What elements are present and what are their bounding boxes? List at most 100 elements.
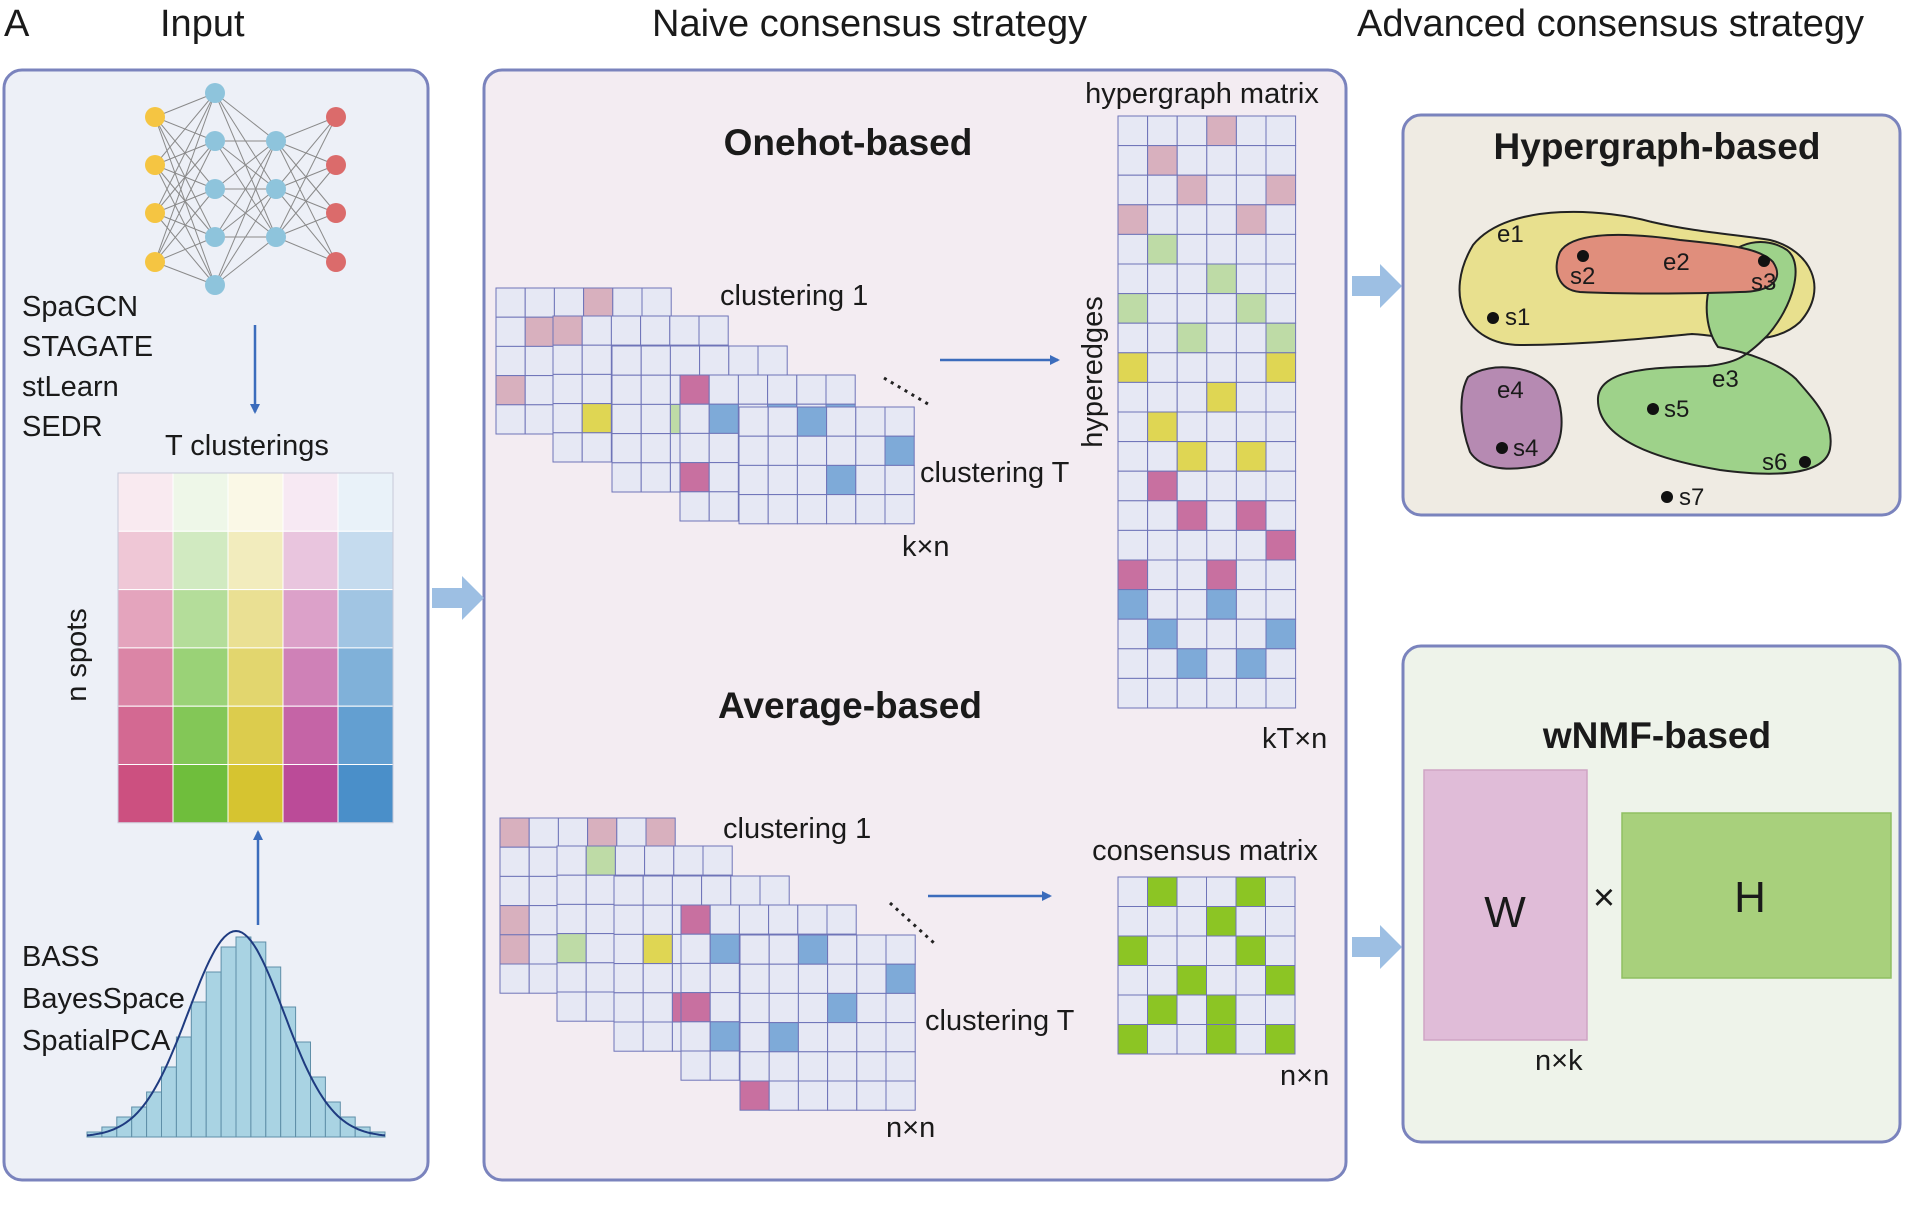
grid-cell [1206,559,1237,591]
grid-cell [1235,876,1266,907]
grid-cell [585,845,616,876]
grid-cell [1235,500,1267,531]
grid-cell [768,904,799,935]
grid-cell [709,962,740,994]
stack-ellipsis [883,376,929,406]
grid-cell [640,345,671,376]
node-dot [1661,491,1673,503]
grid-cell [557,817,589,848]
grid-cell [1206,500,1237,531]
grid-cell [1117,115,1149,147]
grid-cell [1265,529,1297,561]
network-edge [154,188,216,263]
grid-cell [767,374,798,405]
w-label: W [1484,888,1526,937]
grid-cell [1117,529,1149,561]
hyperedges-label: hyperedges [1077,296,1109,448]
grid-cell [673,845,704,876]
grid-cell [728,345,759,376]
grid-cell [644,845,675,876]
grid-cell [1117,233,1149,265]
grid-cell [796,494,828,525]
network-node [266,227,286,247]
average-clustering-first: clustering 1 [723,813,871,845]
grid-cell [556,903,587,935]
grid-cell [581,373,612,405]
onehot-clustering-last: clustering T [920,457,1070,489]
advanced-heading: Advanced consensus strategy [1357,3,1864,45]
grid-cell [642,963,673,994]
grid-cell [1117,174,1149,206]
grid-cell [1206,145,1237,176]
stat-method-list: BASS BayesSpace SpatialPCA [22,941,185,1057]
grid-cell [1206,322,1237,354]
grid-cell [552,373,583,405]
grid-cell [797,1080,829,1111]
multiply-sign: × [1593,877,1615,919]
grid-cell [495,316,526,347]
histogram-bar [250,941,267,1138]
grid-cell [495,404,526,435]
grid-cell [1235,935,1266,966]
grid-cell [613,992,644,1023]
matrix-cell [227,472,284,532]
grid-cell [1235,470,1267,502]
w-matrix-dim: n×k [1535,1045,1583,1077]
grid-cell [1147,935,1178,966]
grid-cell [1235,1024,1266,1055]
grid-cell [759,875,790,906]
matrix-cell [282,589,339,649]
grid-cell [768,934,799,965]
matrix-cell [337,472,394,532]
network-node [205,179,225,199]
grid-cell [1265,411,1297,443]
grid-cell [1265,618,1297,650]
network-edge [214,140,277,238]
matrix-cell [117,589,174,649]
grid-cell [855,406,886,437]
grid-cell [1206,204,1237,235]
grid-cell [1235,529,1267,561]
grid-cell [552,315,583,346]
grid-cell [499,817,530,848]
grid-cell [1117,1024,1148,1055]
grid-cell [1265,293,1297,324]
matrix-cell [227,764,284,824]
average-title: Average-based [718,685,982,726]
onehot-clustering-first: clustering 1 [720,280,868,312]
grid-cell [1147,233,1178,265]
grid-cell [1147,559,1178,591]
average-stack-dim: n×n [886,1112,935,1144]
grid-cell [1235,411,1267,443]
grid-cell [640,315,671,346]
grid-cell [581,344,612,375]
grid-cell [885,963,916,994]
clusterings-matrix [117,472,394,824]
grid-cell [1117,876,1148,907]
hyperedge-e2 [1555,233,1779,295]
grid-cell [1206,233,1237,265]
matrix-cell [337,589,394,649]
grid-cell [856,1022,887,1053]
grid-cell [612,287,643,318]
network-edge [154,140,216,263]
grid-cell [1117,500,1149,531]
grid-cell [679,403,710,434]
grid-cell [528,963,559,994]
grid-cell [1265,876,1296,907]
grid-cell [1265,263,1297,295]
node-dot [1577,250,1589,262]
stat-method-name: SpatialPCA [22,1025,171,1057]
histogram-bar [324,1101,341,1138]
grid-cell [1235,589,1267,620]
grid-cell [1206,648,1237,679]
grid-cell [1265,381,1297,413]
deep-method-name: SEDR [22,411,103,443]
h-label: H [1734,873,1766,922]
grid-cell [739,992,770,1024]
grid-cell [1176,618,1208,650]
grid-cell [739,1051,770,1082]
grid-cell [826,406,857,437]
edge-label: e1 [1497,221,1524,248]
matrix-cell [172,472,229,532]
